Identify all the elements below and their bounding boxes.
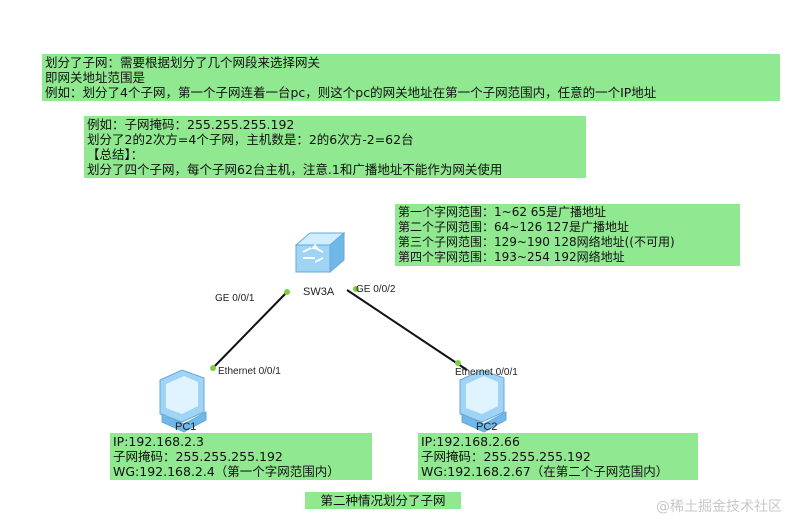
pc1-port-label: Ethernet 0/0/1 [218,366,281,377]
pc1-mask: 子网掩码：255.255.255.192 [113,449,283,464]
link-sw-pc2[interactable] [346,289,468,371]
pc2-ip: IP:192.168.2.66 [421,434,520,449]
pc2-icon[interactable] [459,369,507,433]
note-subnet-example: 例如：子网掩码：255.255.255.192 划分了2的2次方=4个子网，主机… [84,116,586,178]
switch-icon[interactable] [294,231,346,274]
port-dot-pc1-eth [210,365,216,371]
pc2-mask: 子网掩码：255.255.255.192 [421,449,591,464]
note-line: 第三个子网范围：129~190 128网络地址((不可用) [398,235,675,249]
pc1-info-box: IP:192.168.2.3 子网掩码：255.255.255.192 WG:1… [110,433,372,480]
switch-name: SW3A [303,286,335,298]
link-sw-pc1[interactable] [210,291,288,371]
note-line: 划分了2的2次方=4个子网，主机数是：2的6次方-2=62台 [87,132,414,147]
port-dot-ge001 [284,289,290,295]
watermark: @稀土掘金技术社区 [656,499,782,515]
port-dot-ge002 [353,286,359,292]
note-line: 第一个字网范围：1~62 65是广播地址 [398,205,607,219]
pc1-name: PC1 [175,421,196,433]
note-line: 划分了子网：需要根据划分了几个网段来选择网关 [45,55,321,70]
pc2-info-box: IP:192.168.2.66 子网掩码：255.255.255.192 WG:… [418,433,698,480]
port-label-ge002: GE 0/0/2 [356,284,396,295]
note-subnet-gateway: 划分了子网：需要根据划分了几个网段来选择网关 即网关地址范围是 例如：划分了4个… [42,54,780,101]
pc1-icon[interactable] [159,369,207,433]
diagram-caption: 第二种情况划分了子网 [305,492,461,509]
note-line: 第四个字网范围：193~254 192网络地址 [398,250,625,264]
note-line: 【总结】： [87,147,144,162]
port-dot-pc2-eth [455,360,461,366]
pc2-port-label: Ethernet 0/0/1 [455,367,518,378]
pc2-name: PC2 [476,421,497,433]
note-line: 第二个子网范围：64~126 127是广播地址 [398,220,629,234]
port-label-ge001: GE 0/0/1 [215,293,255,304]
note-subnet-ranges: 第一个字网范围：1~62 65是广播地址 第二个子网范围：64~126 127是… [395,204,740,266]
note-line: 例如：子网掩码：255.255.255.192 [87,117,295,132]
pc1-gateway: WG:192.168.2.4（第一个字网范围内） [113,464,340,479]
pc1-ip: IP:192.168.2.3 [113,434,204,449]
note-line: 即网关地址范围是 [45,70,146,85]
note-line: 划分了四个子网，每个子网62台主机，注意.1和广播地址不能作为网关使用 [87,162,503,177]
note-line: 例如：划分了4个子网，第一个子网连着一台pc，则这个pc的网关地址在第一个子网范… [45,85,657,100]
pc2-gateway: WG:192.168.2.67（在第二个子网范围内） [421,464,669,479]
